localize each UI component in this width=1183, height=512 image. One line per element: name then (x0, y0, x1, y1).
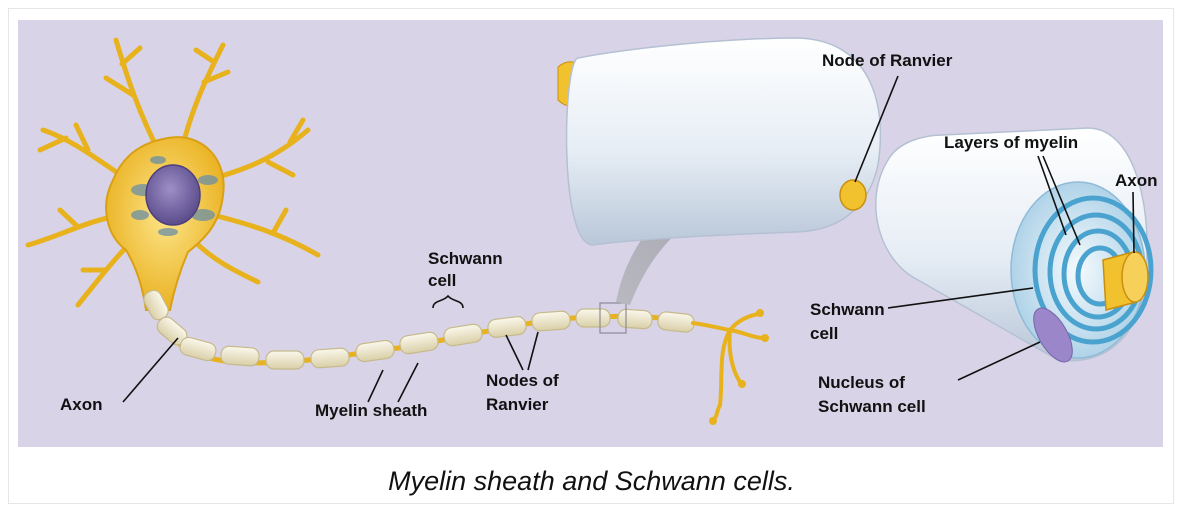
label-schwann-cell-right-2: cell (810, 324, 838, 343)
label-nucleus-2: Schwann cell (818, 397, 926, 416)
label-node-of-ranvier: Node of Ranvier (822, 51, 953, 70)
label-axon-left: Axon (60, 395, 103, 414)
label-nodes-of-ranvier-2: Ranvier (486, 395, 549, 414)
label-schwann-cell-top-1: Schwann (428, 249, 503, 268)
label-schwann-cell-top-2: cell (428, 271, 456, 290)
label-myelin-sheath: Myelin sheath (315, 401, 427, 420)
figure-caption: Myelin sheath and Schwann cells. (0, 466, 1183, 497)
node-of-ranvier-exposed (840, 180, 866, 210)
label-nucleus-1: Nucleus of (818, 373, 905, 392)
label-schwann-cell-right-1: Schwann (810, 300, 885, 319)
myelin-diagram: Axon Myelin sheath Schwann cell Nodes of… (18, 20, 1163, 447)
label-layers-of-myelin: Layers of myelin (944, 133, 1078, 152)
neuron-nucleus (146, 165, 200, 225)
axon-cylinder-end (1122, 252, 1148, 302)
label-axon-right: Axon (1115, 171, 1158, 190)
label-nodes-of-ranvier-1: Nodes of (486, 371, 559, 390)
